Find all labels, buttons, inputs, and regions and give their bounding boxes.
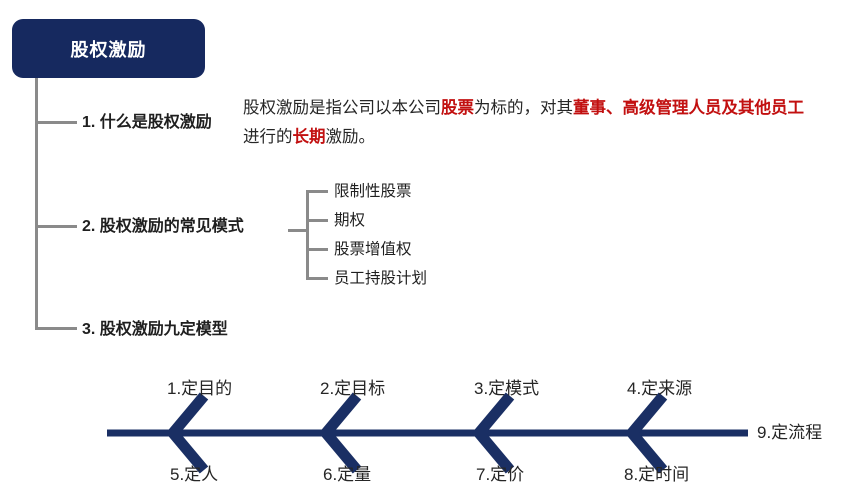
fishbone-step-7: 7.定价	[476, 465, 525, 484]
fishbone-step-8: 8.定时间	[624, 465, 690, 484]
fishbone-diagram: 1.定目的 2.定目标 3.定模式 4.定来源 5.定人 6.定量 7.定价 8…	[0, 360, 865, 494]
modes-tick4-line	[306, 277, 328, 280]
mode-restricted-stock: 限制性股票	[334, 183, 412, 200]
modes-tick1-line	[306, 190, 328, 193]
modes-tick2-line	[306, 219, 328, 222]
tree-item-what-is: 1. 什么是股权激励	[82, 114, 212, 131]
title-box: 股权激励	[12, 19, 205, 78]
definition-paragraph: 股权激励是指公司以本公司股票为标的，对其董事、高级管理人员及其他员工 进行的长期…	[243, 94, 858, 152]
mode-esop: 员工持股计划	[334, 270, 428, 287]
fishbone-step-1: 1.定目的	[167, 379, 233, 398]
mode-options: 期权	[334, 212, 366, 229]
definition-segment: 激励。	[325, 128, 376, 146]
definition-segment: 进行的	[243, 128, 293, 146]
tree-branch2-line	[35, 225, 77, 228]
fishbone-step-6: 6.定量	[323, 465, 372, 484]
definition-highlight-people: 董事、高级管理人员及其他员工	[573, 99, 804, 117]
definition-segment: 为标的，对其	[474, 99, 573, 117]
modes-connector-line	[288, 229, 308, 232]
tree-branch1-line	[35, 121, 77, 124]
definition-highlight-longterm: 长期	[292, 128, 326, 146]
modes-bracket-line	[306, 190, 309, 280]
mode-stock-appreciation: 股票增值权	[334, 241, 412, 258]
tree-item-nine-model: 3. 股权激励九定模型	[82, 321, 228, 338]
page-title: 股权激励	[70, 39, 147, 60]
definition-segment: 股权激励是指公司以本公司	[243, 99, 441, 117]
modes-tick3-line	[306, 248, 328, 251]
fishbone-step-3: 3.定模式	[474, 379, 540, 398]
tree-trunk-line	[35, 78, 38, 330]
tree-item-common-modes: 2. 股权激励的常见模式	[82, 218, 244, 235]
fishbone-step-2: 2.定目标	[320, 379, 386, 398]
fishbone-arrow-graphic	[107, 392, 748, 474]
fishbone-step-9: 9.定流程	[757, 423, 823, 442]
fishbone-step-4: 4.定来源	[627, 379, 693, 398]
fishbone-step-5: 5.定人	[170, 465, 219, 484]
tree-branch3-line	[35, 327, 77, 330]
definition-highlight-stock: 股票	[441, 99, 474, 117]
